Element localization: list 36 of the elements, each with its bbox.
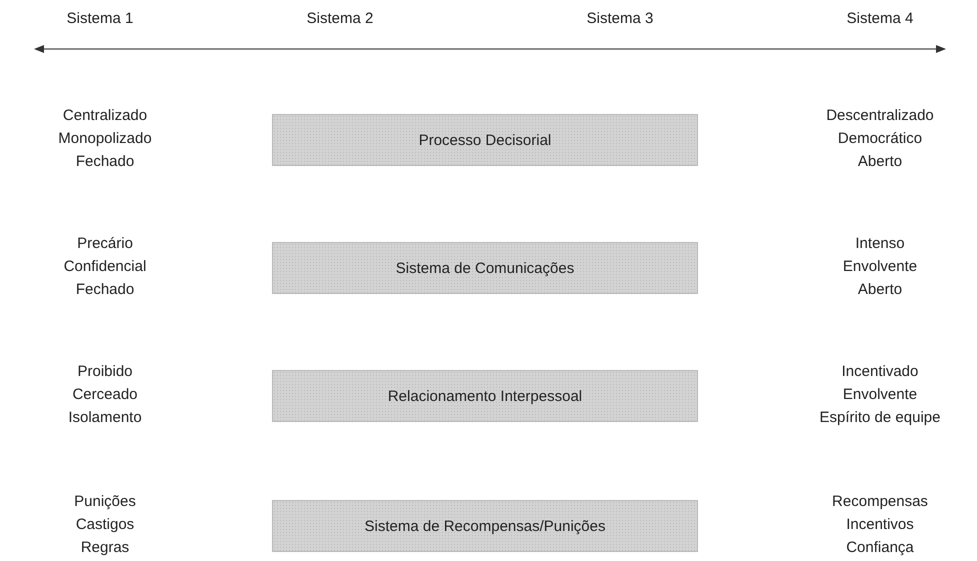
left-descriptor: Regras bbox=[80, 539, 130, 557]
left-descriptor: Proibido bbox=[77, 363, 133, 381]
left-descriptor: Castigos bbox=[76, 516, 134, 534]
category-label: Processo Decisorial bbox=[418, 132, 552, 148]
category-box bbox=[272, 114, 698, 166]
right-descriptor: Aberto bbox=[858, 281, 902, 299]
right-descriptor: Recompensas bbox=[832, 493, 928, 511]
left-descriptor: Fechado bbox=[76, 281, 134, 299]
category-box bbox=[272, 242, 698, 294]
category-box bbox=[272, 500, 698, 552]
right-descriptor: Incentivado bbox=[842, 363, 918, 381]
right-descriptor: Democrático bbox=[838, 130, 922, 148]
left-descriptor: Monopolizado bbox=[58, 130, 152, 148]
category-label: Sistema de Comunicações bbox=[396, 260, 574, 276]
right-descriptor: Descentralizado bbox=[826, 107, 934, 125]
left-descriptor: Confidencial bbox=[64, 258, 146, 276]
scale-heading: Sistema 1 bbox=[66, 10, 134, 28]
right-descriptor: Envolvente bbox=[842, 386, 918, 404]
right-descriptor: Envolvente bbox=[842, 258, 918, 276]
right-descriptor: Incentivos bbox=[846, 516, 914, 534]
category-box bbox=[272, 370, 698, 422]
right-descriptor: Espírito de equipe bbox=[820, 409, 940, 427]
scale-heading: Sistema 4 bbox=[846, 10, 914, 28]
right-descriptor: Intenso bbox=[855, 235, 905, 253]
left-descriptor: Isolamento bbox=[68, 409, 142, 427]
scale-heading: Sistema 2 bbox=[306, 10, 374, 28]
left-descriptor: Punições bbox=[74, 493, 136, 511]
left-descriptor: Cerceado bbox=[72, 386, 138, 404]
right-descriptor: Aberto bbox=[858, 153, 902, 171]
category-label: Sistema de Recompensas/Punições bbox=[364, 518, 606, 534]
scale-heading: Sistema 3 bbox=[586, 10, 654, 28]
category-label: Relacionamento Interpessoal bbox=[388, 388, 582, 404]
left-descriptor: Fechado bbox=[76, 153, 134, 171]
left-descriptor: Precário bbox=[77, 235, 133, 253]
left-descriptor: Centralizado bbox=[62, 107, 148, 125]
right-descriptor: Confiança bbox=[846, 539, 914, 557]
